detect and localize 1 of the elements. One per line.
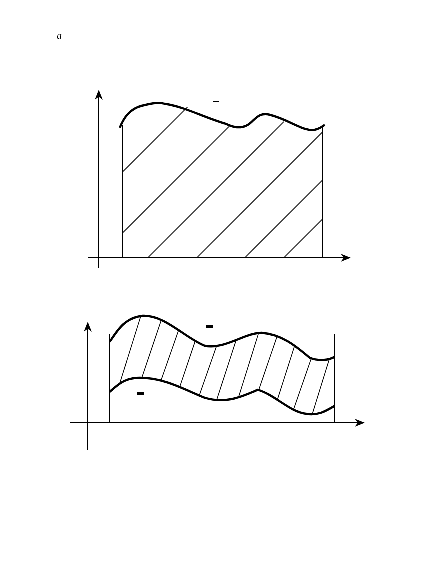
figure-letter: a: [57, 31, 62, 42]
